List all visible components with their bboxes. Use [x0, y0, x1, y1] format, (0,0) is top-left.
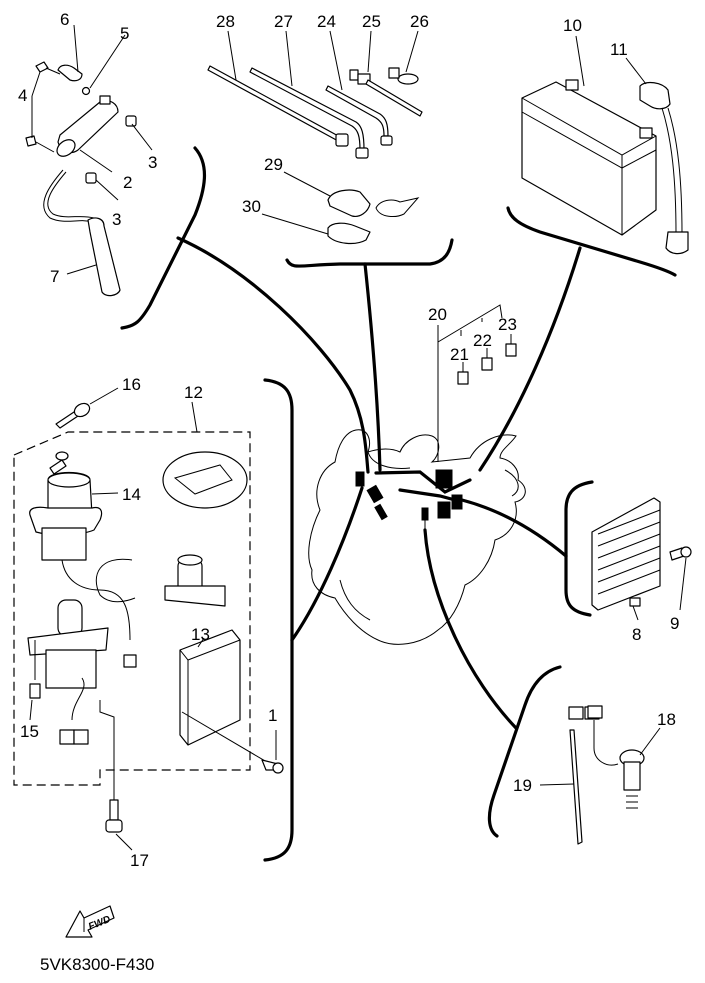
callout-22: 22: [473, 331, 492, 350]
callout-23: 23: [498, 315, 517, 334]
ignition-coil-group: 6 5 4 3 2 3 7: [18, 10, 157, 297]
relay-block: [435, 469, 453, 489]
callout-15: 15: [20, 722, 39, 741]
callout-8: 8: [632, 625, 641, 644]
callout-2: 2: [123, 173, 132, 192]
callout-12: 12: [184, 383, 203, 402]
callout-25: 25: [362, 12, 381, 31]
callout-7: 7: [50, 267, 59, 286]
callout-3a: 3: [148, 153, 157, 172]
battery-group: 10 11: [521, 16, 689, 255]
callout-10: 10: [563, 16, 582, 35]
fuse-group: 20 21 22 23: [428, 304, 517, 462]
motorcycle-outline: [308, 429, 526, 645]
lock-set-group: 12 16 14 15: [13, 375, 284, 870]
group-brackets: [120, 146, 677, 862]
callout-30: 30: [242, 197, 261, 216]
callout-3b: 3: [112, 210, 121, 229]
callout-6: 6: [60, 10, 69, 29]
connector: [355, 471, 365, 487]
fuse-box: [437, 501, 451, 519]
callout-13: 13: [191, 625, 210, 644]
forward-arrow-icon: FWD: [65, 905, 115, 938]
callout-14: 14: [122, 485, 141, 504]
diagram-code: 5VK8300-F430: [40, 955, 154, 974]
callout-17: 17: [130, 851, 149, 870]
callout-1: 1: [268, 706, 277, 725]
callout-29: 29: [264, 155, 283, 174]
callout-9: 9: [670, 614, 679, 633]
cable-ties-group: 28 27 24 25 26 29 30: [207, 12, 429, 245]
callout-21: 21: [450, 345, 469, 364]
callout-26: 26: [410, 12, 429, 31]
callout-5: 5: [120, 24, 129, 43]
callout-27: 27: [274, 12, 293, 31]
neutral-switch-group: 18 19: [513, 705, 676, 845]
callout-4: 4: [18, 86, 27, 105]
wire-harness: [355, 469, 472, 532]
regulator-group: 8 9: [591, 497, 692, 644]
callout-16: 16: [122, 375, 141, 394]
callout-20: 20: [428, 305, 447, 324]
callout-11: 11: [610, 40, 628, 59]
callout-18: 18: [657, 710, 676, 729]
callout-19: 19: [513, 776, 532, 795]
callout-28: 28: [216, 12, 235, 31]
callout-24: 24: [317, 12, 336, 31]
